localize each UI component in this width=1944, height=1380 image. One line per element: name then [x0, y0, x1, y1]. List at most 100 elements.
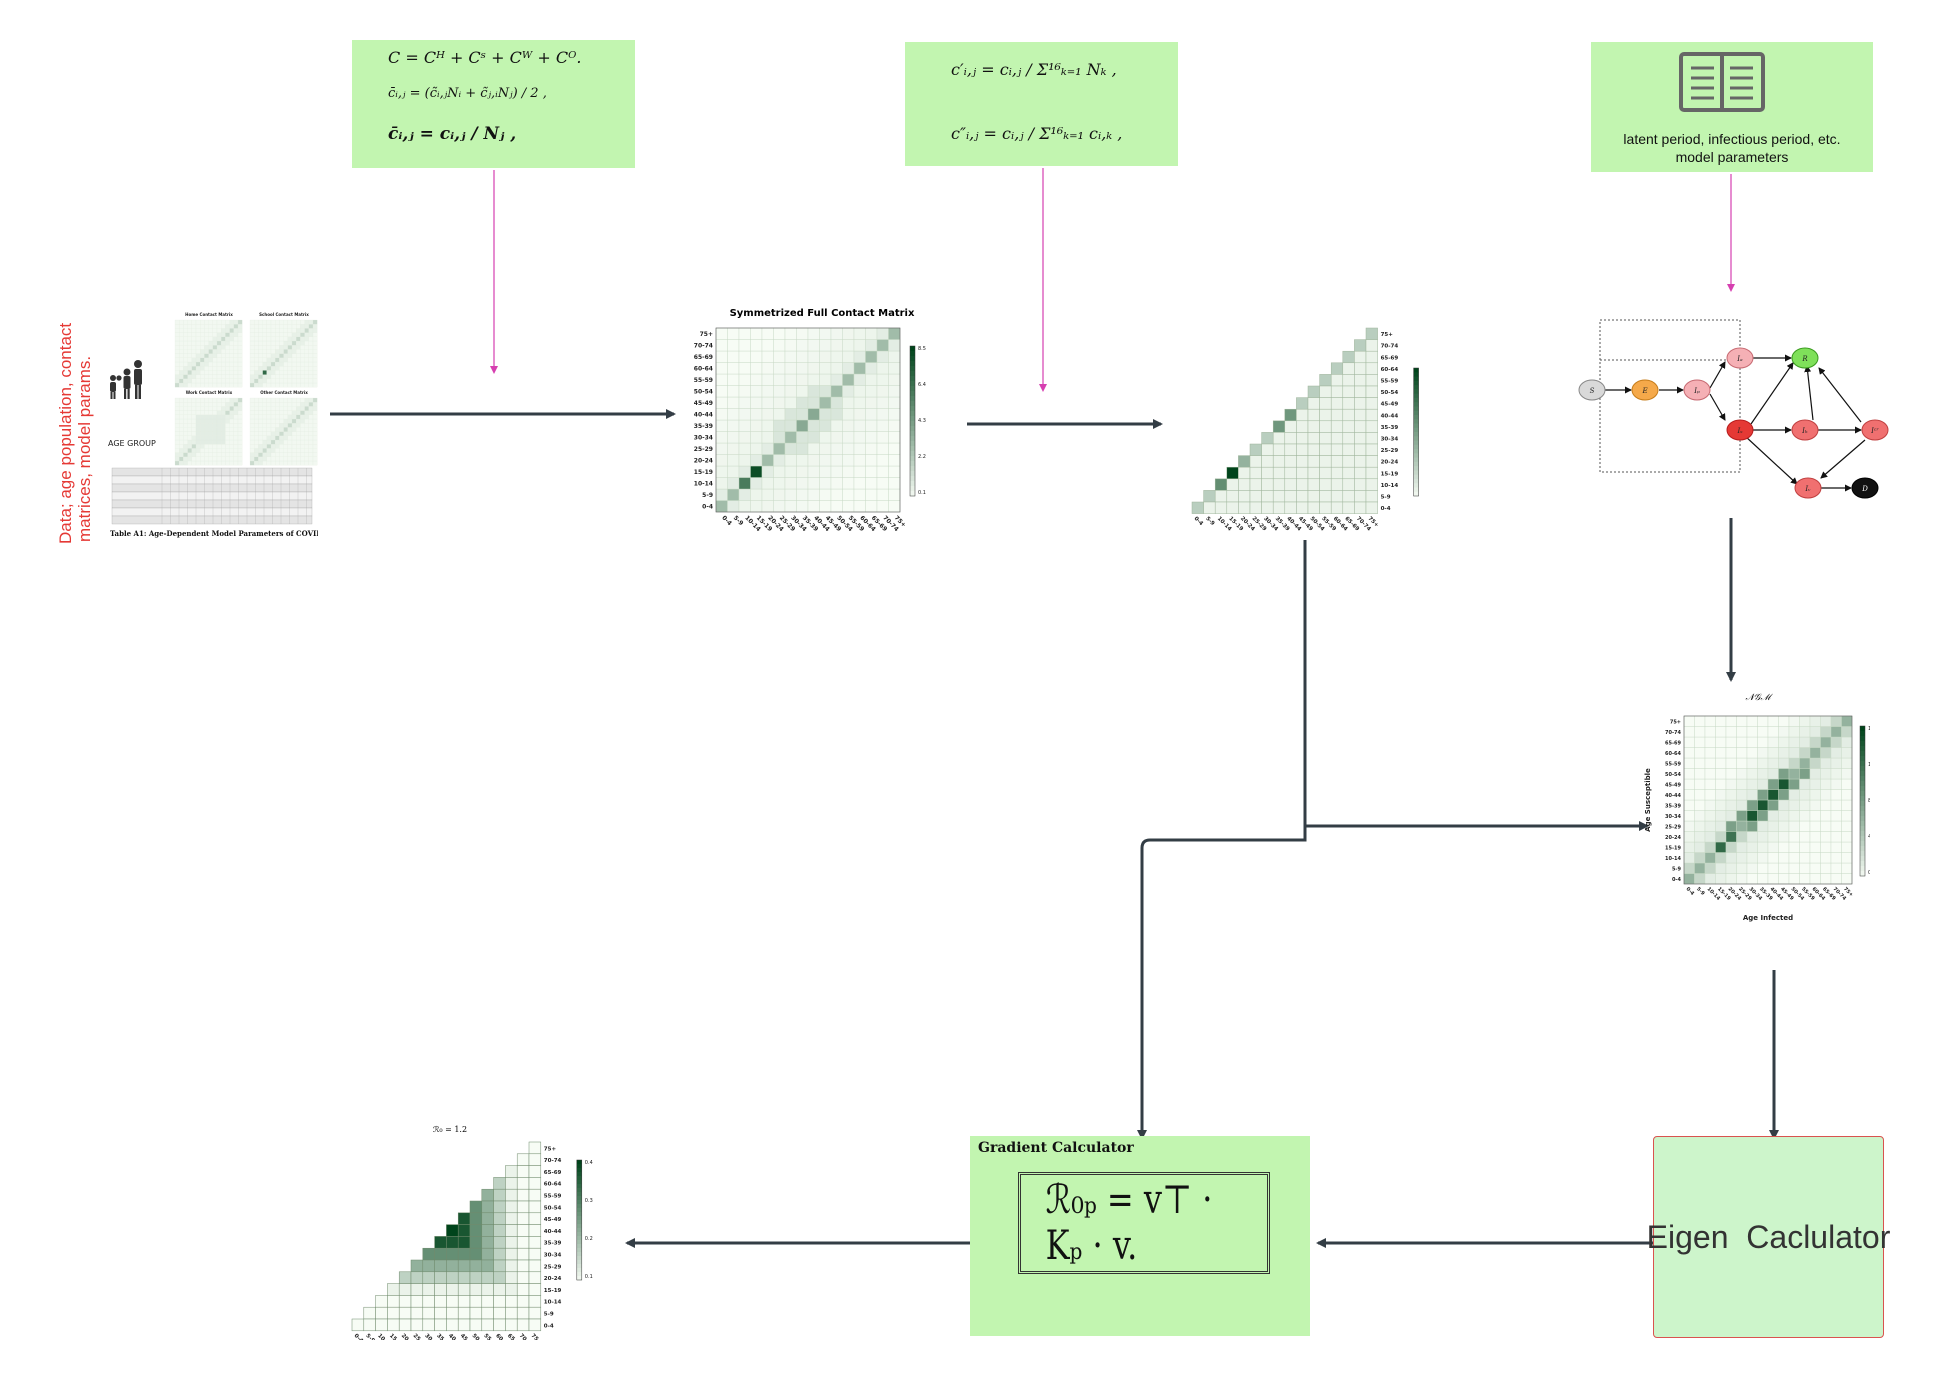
matrix1-cell: [830, 396, 843, 409]
ngm-cell: [1757, 778, 1769, 790]
thumb-cell: [262, 349, 267, 354]
result-cell: [505, 1165, 518, 1178]
matrix1-cell: [715, 477, 728, 490]
thumb-cell: [266, 414, 272, 420]
ngm-colorbar-label: 12.7: [1868, 762, 1870, 768]
thumb-cell: [304, 456, 309, 462]
matrix1-colorbar-step: [910, 491, 915, 497]
ngm-cell: [1725, 799, 1737, 811]
thumb-cell: [275, 328, 280, 333]
thumb-cell: [312, 444, 318, 449]
thumb-cell: [195, 382, 201, 388]
matrix2-ytick: 70-74: [1381, 344, 1399, 350]
matrix1-cell: [784, 373, 797, 386]
matrix1-cell: [842, 408, 855, 421]
matrix1-colorbar-step: [910, 431, 915, 437]
thumb-cell: [225, 328, 230, 333]
matrix1-cell: [865, 431, 878, 444]
ngm-cell: [1715, 768, 1727, 780]
thumb-cell: [279, 370, 284, 375]
thumb-cell: [208, 340, 213, 346]
matrix1-cell: [853, 362, 866, 375]
thumb-cell: [249, 418, 255, 424]
matrix1-cell: [761, 419, 774, 432]
ngm-cell: [1694, 715, 1706, 727]
thumb-cell: [204, 452, 209, 457]
matrix1-cell: [784, 442, 797, 455]
thumb-cell: [229, 427, 234, 432]
ngm-cell: [1736, 810, 1748, 822]
thumb-cell: [287, 378, 293, 384]
matrix1-cell: [865, 454, 878, 467]
thumb-cell: [187, 410, 192, 415]
thumb-cell: [216, 370, 222, 375]
matrix2-cell: [1261, 466, 1274, 480]
result-cell: [493, 1306, 506, 1320]
result-cell: [434, 1318, 447, 1332]
matrix1-cell: [750, 488, 763, 501]
thumb-cell: [179, 370, 184, 375]
thumb-cell: [179, 340, 184, 346]
thumb-cell: [191, 382, 197, 388]
thumb-cell: [237, 370, 243, 375]
result-colorbar-step: [576, 1220, 582, 1225]
thumb-cell: [300, 349, 305, 354]
matrix2-cell: [1307, 397, 1320, 410]
thumb-cell: [291, 328, 297, 333]
ngm-cell: [1841, 726, 1853, 738]
thumb-cell: [229, 423, 234, 428]
thumb-cell: [287, 353, 293, 358]
ngm-cell: [1683, 736, 1695, 748]
thumb-cell: [208, 397, 213, 403]
thumb-cell: [183, 328, 188, 333]
thumb-cell: [221, 397, 226, 403]
thumb-cell: [212, 439, 218, 445]
ngm-cell: [1841, 841, 1853, 853]
thumb-cell: [308, 444, 314, 449]
thumb-cell: [283, 361, 288, 367]
matrix2-cell: [1354, 501, 1367, 514]
result-cell: [398, 1306, 412, 1320]
result-colorbar-step: [576, 1192, 582, 1197]
thumb-cell: [291, 402, 297, 407]
thumb-cell: [212, 427, 218, 432]
formula-population-normalized: c′ᵢ,ⱼ = cᵢ,ⱼ / Σ¹⁶ₖ₌₁ Nₖ ,: [951, 60, 1117, 79]
ngm-cell: [1683, 841, 1695, 853]
matrix2-cell: [1354, 397, 1367, 410]
thumb-cell: [270, 431, 276, 436]
matrix1-cell: [796, 362, 809, 375]
thumb-cell: [216, 345, 222, 350]
ngm-xtick: 5-9: [1695, 886, 1706, 897]
thumb-cell: [225, 324, 230, 329]
thumb-cell: [308, 370, 314, 375]
thumb-cell: [233, 402, 239, 407]
thumb-cell: [233, 319, 239, 325]
ngm-cell: [1746, 820, 1758, 832]
thumb-cell: [187, 431, 192, 436]
thumb-cell: [200, 357, 205, 363]
thumb-cell: [229, 366, 234, 371]
thumb-cell: [187, 402, 192, 407]
thumb-cell: [287, 452, 293, 457]
thumb-cell: [287, 435, 293, 441]
matrix2-cell: [1214, 501, 1228, 514]
thumb-cell: [258, 324, 263, 329]
ngm-cell: [1767, 778, 1779, 790]
thumb-cell: [229, 431, 234, 436]
matrix1-cell: [715, 362, 728, 375]
thumb-cell: [287, 370, 293, 375]
result-colorbar-step: [576, 1164, 582, 1169]
thumb-cell: [174, 353, 180, 358]
matrix1-cell: [830, 339, 843, 352]
thumb-cell: [229, 353, 234, 358]
thumb-cell: [254, 423, 259, 428]
ngm-cell: [1809, 841, 1821, 853]
ngm-cell: [1694, 862, 1706, 874]
result-cell: [469, 1283, 483, 1296]
thumb-cell: [312, 452, 318, 457]
thumb-cell: [225, 418, 230, 424]
result-colorbar-step: [576, 1212, 582, 1217]
result-cell: [422, 1247, 435, 1261]
result-colorbar-label: 0.3: [585, 1198, 593, 1204]
matrix1-cell: [819, 431, 832, 444]
